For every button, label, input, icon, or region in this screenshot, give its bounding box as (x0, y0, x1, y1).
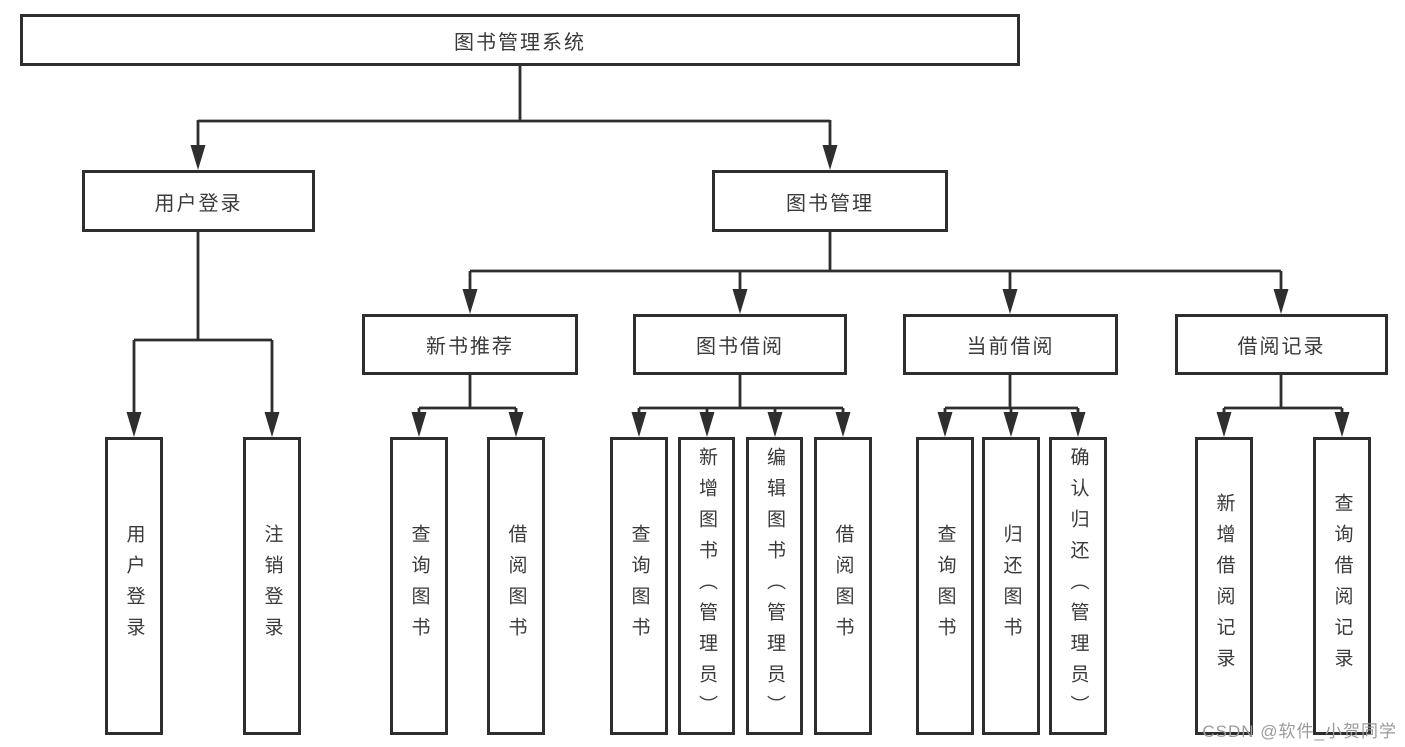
leaf-logout: 注销登录 (243, 437, 301, 735)
node-label: 用户登录 (154, 192, 243, 215)
edge-bookborrow-to-leaves (637, 375, 845, 416)
arrowhead-icon (1273, 289, 1289, 314)
node-label: 借阅记录 (1237, 336, 1326, 358)
arrowhead-icon (190, 145, 206, 170)
leaf-return-books: 归还图书 (982, 437, 1040, 735)
edge-records-to-leaves (1222, 375, 1344, 416)
arrowhead-icon (508, 412, 524, 437)
arrowhead-icon (1002, 289, 1018, 314)
leaf-add-books-admin: 新增图书（管理员） (678, 437, 735, 735)
leaf-borrow-query-books: 查询图书 (610, 437, 668, 735)
arrowhead-icon (1334, 412, 1350, 437)
arrowhead-icon (1003, 412, 1019, 437)
arrowhead-icon (411, 412, 427, 437)
leaf-add-borrow-record: 新增借阅记录 (1195, 437, 1253, 735)
arrowhead-icon (126, 412, 142, 437)
arrowhead-icon (631, 412, 647, 437)
node-label: 当前借阅 (966, 336, 1055, 358)
node-label: 图书管理 (786, 192, 874, 215)
arrowhead-icon (732, 289, 748, 314)
arrowhead-icon (1216, 412, 1232, 437)
arrowheads (126, 145, 1350, 437)
arrowhead-icon (822, 145, 838, 170)
edge-userlogin-to-leaves (132, 232, 274, 416)
node-label: 新书推荐 (426, 336, 514, 358)
node-label: 编辑图书（管理员） (764, 446, 785, 726)
node-label: 查询图书 (628, 524, 650, 648)
node-borrow-records: 借阅记录 (1175, 314, 1388, 375)
node-book-borrow: 图书借阅 (633, 314, 847, 375)
node-label: 查询图书 (934, 524, 956, 648)
arrowhead-icon (835, 412, 851, 437)
node-label: 查询借阅记录 (1331, 493, 1353, 679)
leaf-current-query-books: 查询图书 (916, 437, 974, 735)
node-user-login: 用户登录 (82, 170, 315, 232)
edge-newbook-to-leaves (417, 375, 518, 416)
arrowhead-icon (937, 412, 953, 437)
leaf-recommend-query-books: 查询图书 (390, 437, 448, 735)
node-label: 新增图书（管理员） (696, 446, 717, 726)
node-label: 借阅图书 (832, 524, 854, 648)
node-label: 用户登录 (123, 524, 145, 648)
edge-root-to-level2 (196, 66, 832, 150)
node-label: 图书借阅 (696, 336, 784, 358)
arrowhead-icon (1070, 412, 1086, 437)
node-book-management: 图书管理 (712, 170, 948, 232)
edge-currentborrow-to-leaves (943, 375, 1080, 416)
arrowhead-icon (767, 412, 783, 437)
node-label: 查询图书 (408, 524, 430, 648)
arrowhead-icon (699, 412, 715, 437)
node-label: 图书管理系统 (454, 31, 586, 54)
node-label: 新增借阅记录 (1213, 493, 1235, 679)
node-label: 归还图书 (1000, 524, 1022, 648)
leaf-query-borrow-record: 查询借阅记录 (1313, 437, 1371, 735)
csdn-watermark: CSDN @软件_小贺同学 (1202, 722, 1397, 741)
arrowhead-icon (462, 289, 478, 314)
edge-bookmgmt-to-level3 (468, 232, 1283, 293)
leaf-recommend-borrow-books: 借阅图书 (487, 437, 545, 735)
node-new-book-recommend: 新书推荐 (362, 314, 578, 375)
node-label: 借阅图书 (505, 524, 527, 648)
leaf-borrow-books: 借阅图书 (814, 437, 872, 735)
node-label: 注销登录 (261, 524, 283, 648)
node-current-borrow: 当前借阅 (903, 314, 1118, 375)
arrowhead-icon (264, 412, 280, 437)
node-label: 确认归还（管理员） (1067, 446, 1089, 726)
leaf-confirm-return-admin: 确认归还（管理员） (1049, 437, 1107, 735)
leaf-user-login: 用户登录 (105, 437, 163, 735)
leaf-edit-books-admin: 编辑图书（管理员） (746, 437, 803, 735)
node-book-management-system: 图书管理系统 (20, 14, 1020, 66)
